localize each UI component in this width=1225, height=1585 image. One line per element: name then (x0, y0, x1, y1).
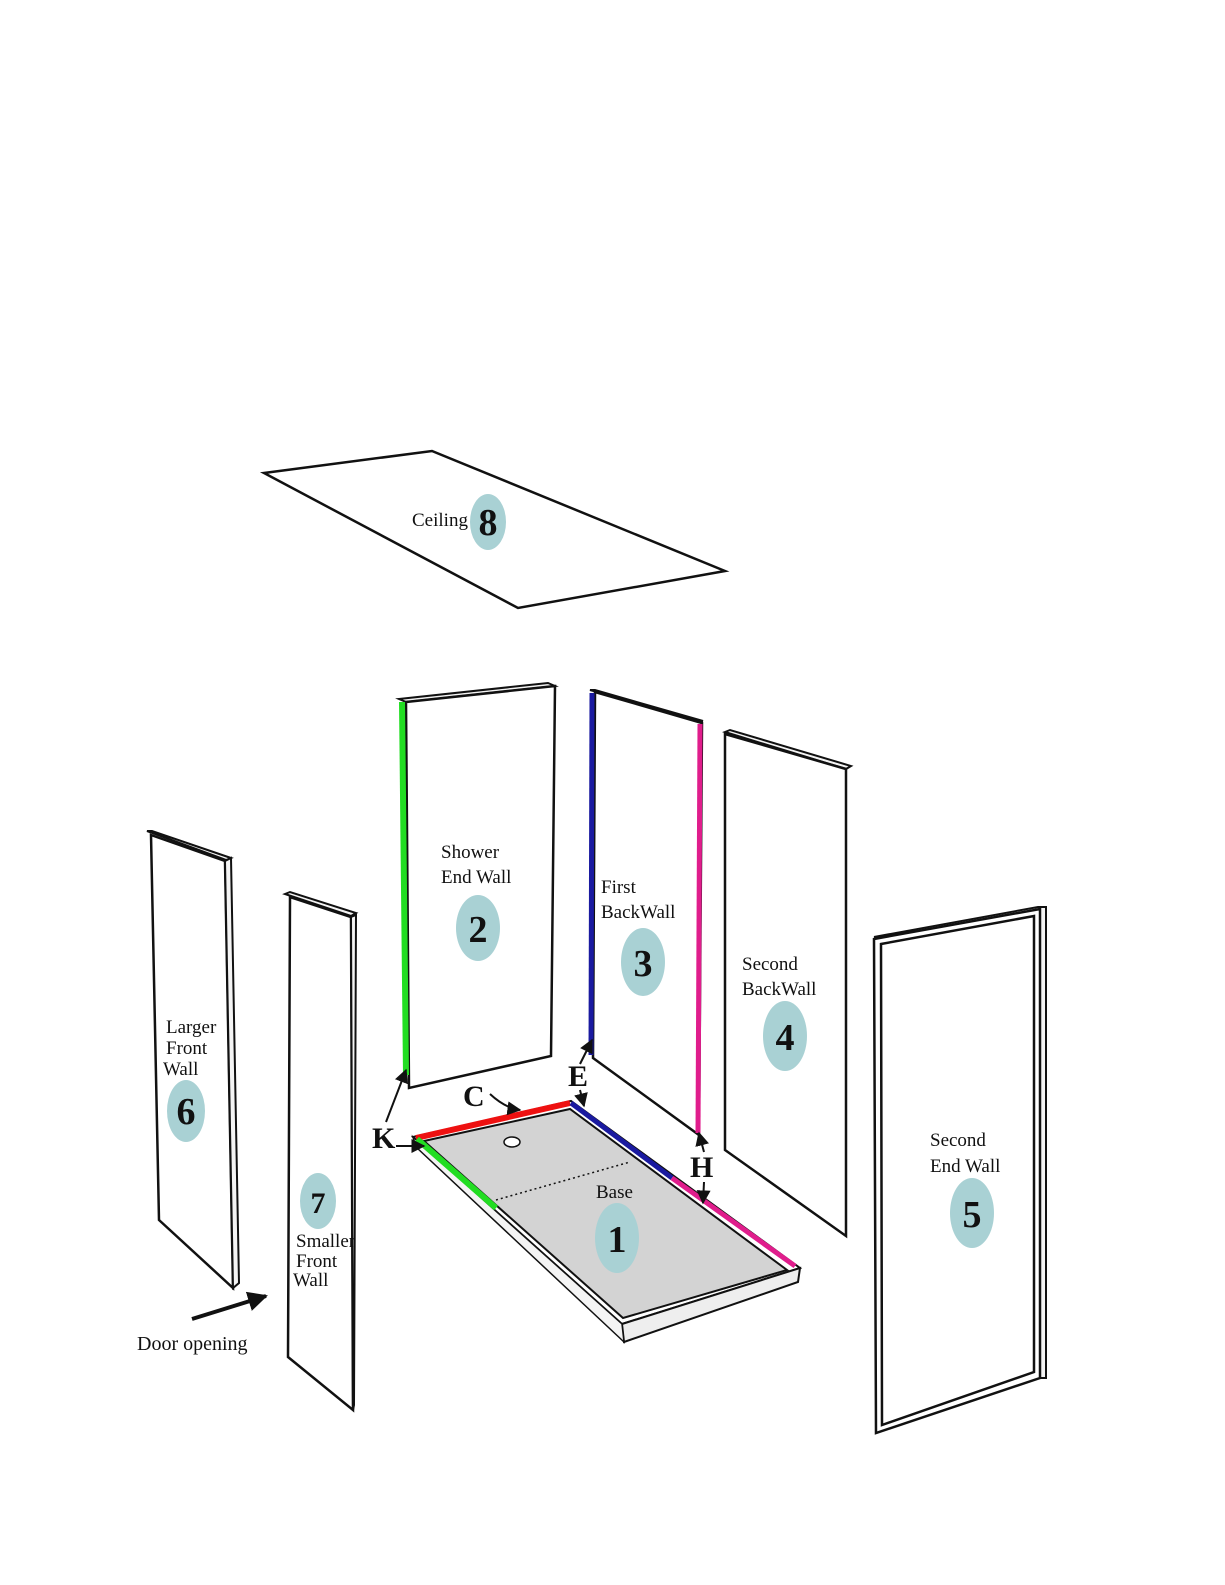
larger-front-wall-panel: Larger Front Wall 6 (147, 831, 239, 1288)
first-back-wall-label-line1: First (601, 877, 637, 898)
smaller-front-wall-label-line1: Smaller (296, 1231, 356, 1252)
second-end-wall-number: 5 (963, 1194, 982, 1236)
second-end-wall-label-line2: End Wall (930, 1156, 1000, 1177)
second-back-wall-label-line1: Second (742, 954, 798, 975)
first-back-wall-panel: First BackWall 3 (590, 690, 703, 1135)
base-number: 1 (608, 1219, 627, 1261)
arrow-k-up (386, 1070, 406, 1122)
edge-letter-e: E (568, 1060, 588, 1093)
second-back-wall-panel: Second BackWall 4 (725, 730, 851, 1236)
smaller-front-wall-panel: Smaller Front Wall 7 (285, 892, 356, 1410)
ceiling-panel: Ceiling 8 (264, 451, 725, 608)
second-back-wall-number: 4 (776, 1017, 795, 1059)
first-back-wall-blue-edge (591, 693, 592, 1055)
larger-front-wall-label-line2: Front (166, 1038, 208, 1059)
ceiling-label: Ceiling (412, 510, 468, 531)
shower-end-wall-label-line1: Shower (441, 842, 500, 863)
smaller-front-wall-label-line3: Wall (293, 1270, 328, 1291)
larger-front-wall-label-line3: Wall (163, 1059, 198, 1080)
smaller-front-wall-number: 7 (311, 1187, 326, 1220)
drain-hole (504, 1137, 520, 1147)
shower-end-wall-panel: Shower End Wall 2 (399, 683, 555, 1088)
shower-end-wall-label-line2: End Wall (441, 867, 511, 888)
edge-letter-c: C (463, 1080, 485, 1113)
edge-letter-k: K (372, 1122, 396, 1155)
arrow-h-down (703, 1182, 704, 1203)
first-back-wall-number: 3 (634, 943, 653, 985)
larger-front-wall-number: 6 (177, 1091, 196, 1133)
smaller-front-wall-label-line2: Front (296, 1251, 338, 1272)
door-opening-callout: Door opening (137, 1296, 266, 1355)
arrow-c (490, 1094, 520, 1110)
shower-end-wall-green-edge (402, 702, 406, 1075)
first-back-wall-label-line2: BackWall (601, 902, 675, 923)
second-end-wall-label-line1: Second (930, 1130, 986, 1151)
base-label: Base (596, 1182, 633, 1203)
door-opening-arrow (192, 1296, 266, 1319)
door-opening-label: Door opening (137, 1333, 248, 1355)
ceiling-number: 8 (479, 502, 498, 544)
second-back-wall-label-line2: BackWall (742, 979, 816, 1000)
edge-letter-h: H (690, 1151, 713, 1184)
shower-end-wall-number: 2 (469, 909, 488, 951)
first-back-wall-magenta-edge (698, 724, 700, 1133)
arrow-h-up (699, 1133, 704, 1152)
larger-front-wall-label-line1: Larger (166, 1017, 217, 1038)
second-end-wall-panel: Second End Wall 5 (874, 907, 1046, 1433)
